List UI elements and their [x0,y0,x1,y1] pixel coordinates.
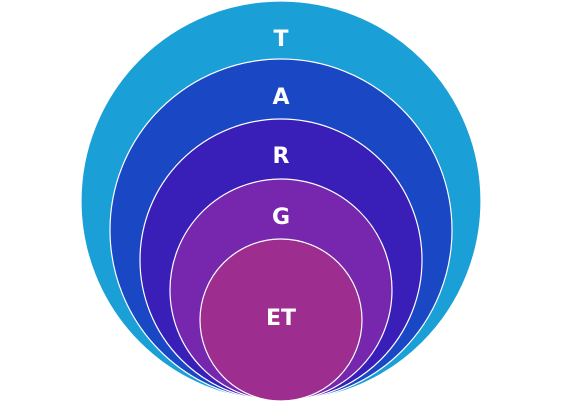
ring-label-r: R [273,144,290,169]
labels-group: T A R G ET [266,27,296,331]
ring-label-g: G [272,205,290,230]
ring-label-a: A [272,85,289,110]
ring-et [199,238,363,402]
rings-group [80,0,482,402]
ring-label-et: ET [266,306,296,331]
ring-label-t: T [273,27,288,52]
